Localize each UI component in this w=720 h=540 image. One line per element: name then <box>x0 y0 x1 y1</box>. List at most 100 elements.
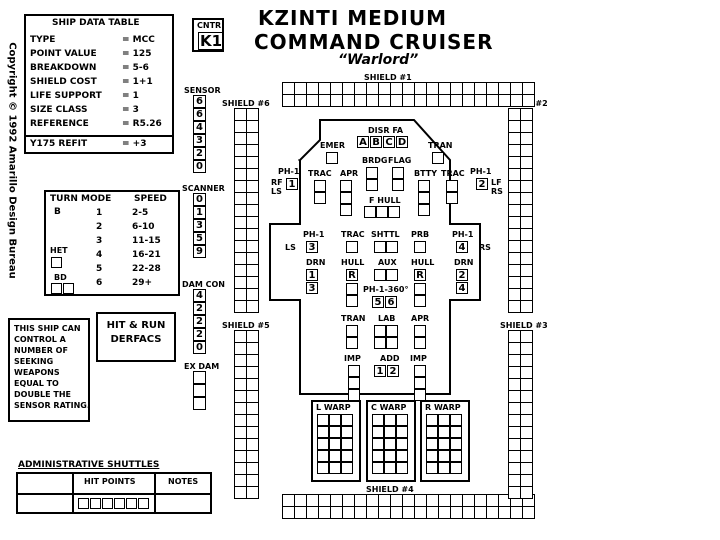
shield-2-box[interactable] <box>520 300 533 313</box>
c-warp-box[interactable] <box>372 450 384 462</box>
ph360-cell[interactable]: 5 <box>372 296 384 308</box>
sensor-track-cell[interactable]: 4 <box>193 121 206 134</box>
r-warp-box[interactable] <box>438 450 450 462</box>
r-warp-box[interactable] <box>438 414 450 426</box>
apr2-box[interactable] <box>414 325 426 337</box>
trac3-box[interactable] <box>346 241 358 253</box>
btty-box[interactable] <box>418 180 430 192</box>
shield-5-box[interactable] <box>246 486 259 499</box>
tran2-box[interactable] <box>346 325 358 337</box>
damcon-track-cell[interactable]: 2 <box>193 328 206 341</box>
shuttle-hp-box[interactable] <box>114 498 125 509</box>
tran2-box[interactable] <box>346 337 358 349</box>
c-warp-box[interactable] <box>384 450 396 462</box>
scanner-track-cell[interactable]: 0 <box>193 193 206 206</box>
imp-l-box[interactable] <box>348 377 360 389</box>
damcon-track-cell[interactable]: 2 <box>193 302 206 315</box>
disr-cell[interactable]: D <box>396 136 408 148</box>
scanner-track-cell[interactable]: 5 <box>193 232 206 245</box>
sensor-track-cell[interactable]: 6 <box>193 95 206 108</box>
l-warp-box[interactable] <box>317 450 329 462</box>
l-warp-box[interactable] <box>341 450 353 462</box>
sensor-track-cell[interactable]: 3 <box>193 134 206 147</box>
imp-r-box[interactable] <box>414 377 426 389</box>
sensor-track-cell[interactable]: 6 <box>193 108 206 121</box>
l-warp-box[interactable] <box>329 450 341 462</box>
c-warp-box[interactable] <box>396 426 408 438</box>
l-warp-box[interactable] <box>317 426 329 438</box>
shield-6-box[interactable] <box>246 300 259 313</box>
fhull-box[interactable] <box>388 206 400 218</box>
shuttle-hp-box[interactable] <box>90 498 101 509</box>
c-warp-box[interactable] <box>372 462 384 474</box>
ph1-l2-cell[interactable]: 3 <box>306 241 318 253</box>
imp-r-box[interactable] <box>414 365 426 377</box>
lab-box[interactable] <box>374 337 386 349</box>
drn-r-cell[interactable]: 4 <box>456 282 468 294</box>
c-warp-box[interactable] <box>396 450 408 462</box>
r-warp-box[interactable] <box>426 462 438 474</box>
add-cell[interactable]: 1 <box>374 365 386 377</box>
exdam-track-cell[interactable] <box>193 371 206 384</box>
shield-1-box[interactable] <box>522 94 535 107</box>
r-warp-box[interactable] <box>450 426 462 438</box>
emer-box[interactable] <box>326 152 338 164</box>
damcon-track-cell[interactable]: 0 <box>193 341 206 354</box>
exdam-track-cell[interactable] <box>193 397 206 410</box>
l-warp-box[interactable] <box>317 438 329 450</box>
c-warp-box[interactable] <box>372 438 384 450</box>
flag-box[interactable] <box>392 179 404 191</box>
apr-box[interactable] <box>340 180 352 192</box>
tran-box[interactable] <box>432 152 444 164</box>
aux-box[interactable] <box>374 269 386 281</box>
btty-box[interactable] <box>418 204 430 216</box>
r-warp-box[interactable] <box>426 450 438 462</box>
brdg-box[interactable] <box>366 179 378 191</box>
lab-box[interactable] <box>386 325 398 337</box>
fhull-box[interactable] <box>364 206 376 218</box>
ph1-left-cell[interactable]: 1 <box>286 178 298 190</box>
shield-3-box[interactable] <box>520 486 533 499</box>
damcon-track-cell[interactable]: 4 <box>193 289 206 302</box>
r-warp-box[interactable] <box>438 438 450 450</box>
drn-l-cell[interactable]: 3 <box>306 282 318 294</box>
brdg-box[interactable] <box>366 167 378 179</box>
l-warp-box[interactable] <box>317 462 329 474</box>
damcon-track-cell[interactable]: 2 <box>193 315 206 328</box>
exdam-track-cell[interactable] <box>193 384 206 397</box>
r-warp-box[interactable] <box>426 414 438 426</box>
lab-box[interactable] <box>374 325 386 337</box>
ph1-right-cell[interactable]: 2 <box>476 178 488 190</box>
scanner-track-cell[interactable]: 9 <box>193 245 206 258</box>
trac2-box[interactable] <box>446 180 458 192</box>
shttl-box[interactable] <box>374 241 386 253</box>
disr-cell[interactable]: B <box>370 136 382 148</box>
lab-box[interactable] <box>386 337 398 349</box>
l-warp-box[interactable] <box>329 414 341 426</box>
l-warp-box[interactable] <box>341 414 353 426</box>
trac-box[interactable] <box>314 180 326 192</box>
het-box[interactable] <box>51 257 62 268</box>
add-cell[interactable]: 2 <box>387 365 399 377</box>
c-warp-box[interactable] <box>396 462 408 474</box>
r-warp-box[interactable] <box>426 426 438 438</box>
drn-r-cell[interactable]: 2 <box>456 269 468 281</box>
hull-l-box[interactable] <box>346 295 358 307</box>
shuttle-hp-box[interactable] <box>138 498 149 509</box>
bd-box-2[interactable] <box>63 283 74 294</box>
flag-box[interactable] <box>392 167 404 179</box>
bd-box-1[interactable] <box>51 283 62 294</box>
l-warp-box[interactable] <box>341 438 353 450</box>
r-warp-box[interactable] <box>450 414 462 426</box>
prb-box[interactable] <box>414 241 426 253</box>
r-warp-box[interactable] <box>438 426 450 438</box>
hull-l-box[interactable] <box>346 283 358 295</box>
trac2-box[interactable] <box>446 192 458 204</box>
r-warp-box[interactable] <box>450 450 462 462</box>
fhull-box[interactable] <box>376 206 388 218</box>
btty-box[interactable] <box>418 192 430 204</box>
c-warp-box[interactable] <box>372 426 384 438</box>
sensor-track-cell[interactable]: 2 <box>193 147 206 160</box>
ph360-cell[interactable]: 6 <box>385 296 397 308</box>
trac-box[interactable] <box>314 192 326 204</box>
